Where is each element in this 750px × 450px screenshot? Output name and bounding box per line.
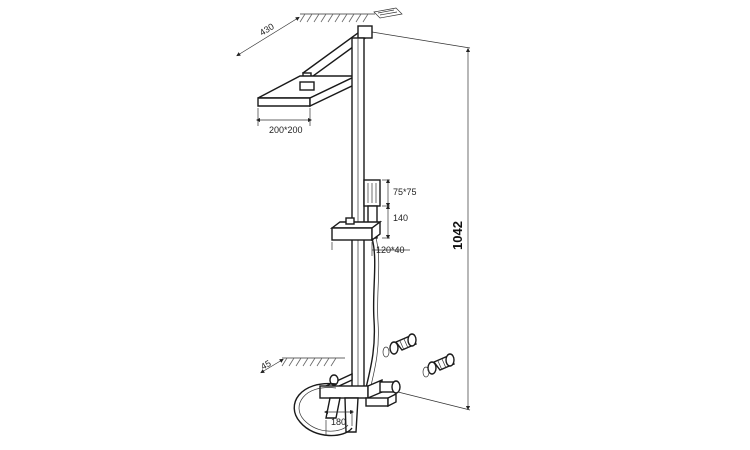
hand-shower-dimensions: 75*75 140	[382, 178, 417, 240]
bottom-wall-hatching	[281, 357, 345, 367]
top-reference-line	[371, 31, 471, 49]
holder-label: 120*40	[376, 245, 405, 255]
arm-length-label: 430	[258, 21, 276, 37]
head-size-label: 200*200	[269, 125, 303, 135]
total-height-dimension: 1042	[450, 47, 471, 411]
wall-offset-dimension: 45	[259, 358, 284, 374]
bottom-reference-line	[397, 391, 471, 411]
eccentric-connector-icon	[422, 353, 456, 378]
hand-shower-head-label: 75*75	[393, 187, 417, 197]
rain-shower-head	[257, 74, 357, 108]
mixer-hose-loop	[293, 382, 353, 437]
eccentric-connector-icon	[382, 333, 418, 358]
head-size-dimension: 200*200	[255, 108, 313, 135]
mixer-width-dimension: 180	[323, 409, 355, 436]
wall-offset-label: 45	[259, 358, 273, 372]
wall-bracket-icon	[373, 7, 403, 19]
arm-length-dimension: 430	[236, 16, 300, 57]
hand-shower-handle-label: 140	[393, 213, 408, 223]
total-height-label: 1042	[450, 221, 465, 250]
riser-pipe	[351, 37, 365, 389]
mixer-width-label: 180	[331, 417, 346, 427]
shower-hose	[365, 237, 376, 389]
holder-dimension: 120*40	[331, 242, 410, 256]
top-wall-hatching	[299, 13, 375, 23]
hand-shower-holder	[329, 217, 383, 242]
